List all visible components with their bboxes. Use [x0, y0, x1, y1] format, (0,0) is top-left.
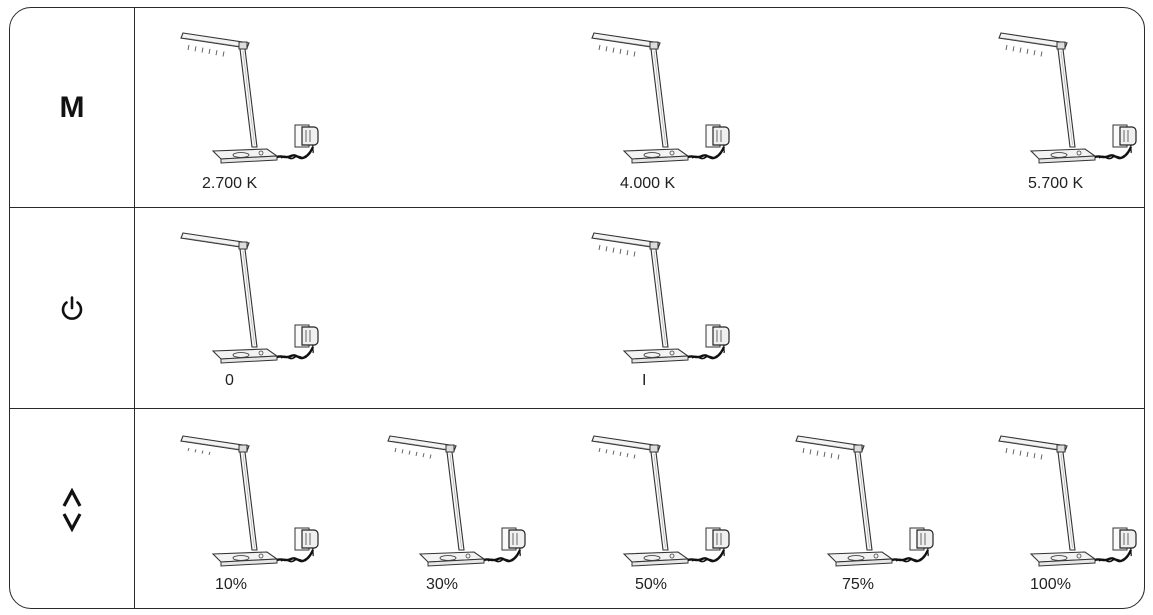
power-cell: [10, 208, 134, 408]
brightness-cell: [10, 409, 134, 608]
color-temperature-label: 2.700 K: [202, 175, 258, 192]
up-down-arrows-icon: [62, 487, 82, 532]
brightness-row: 10% 30% 50% 75% 100%: [10, 409, 1144, 608]
instruction-table: M 2.700 K 4.000 K 5.700 K 0 I: [9, 7, 1145, 609]
color-temperature-label: 4.000 K: [620, 175, 676, 192]
power-row: 0 I: [10, 208, 1144, 408]
power-state-label: 0: [225, 372, 234, 389]
column-divider: [134, 8, 135, 608]
brightness-label: 10%: [215, 576, 248, 593]
row-divider: [10, 207, 1144, 208]
power-state-label: I: [642, 372, 647, 389]
brightness-label: 30%: [426, 576, 459, 593]
brightness-label: 50%: [635, 576, 668, 593]
row-divider: [10, 408, 1144, 409]
mode-cell: M: [10, 8, 134, 207]
brightness-label: 100%: [1030, 576, 1071, 593]
brightness-label: 75%: [842, 576, 875, 593]
mode-row: M 2.700 K 4.000 K 5.700 K: [10, 8, 1144, 207]
color-temperature-label: 5.700 K: [1028, 175, 1084, 192]
power-icon: [61, 296, 83, 320]
mode-letter-icon: M: [59, 90, 85, 124]
